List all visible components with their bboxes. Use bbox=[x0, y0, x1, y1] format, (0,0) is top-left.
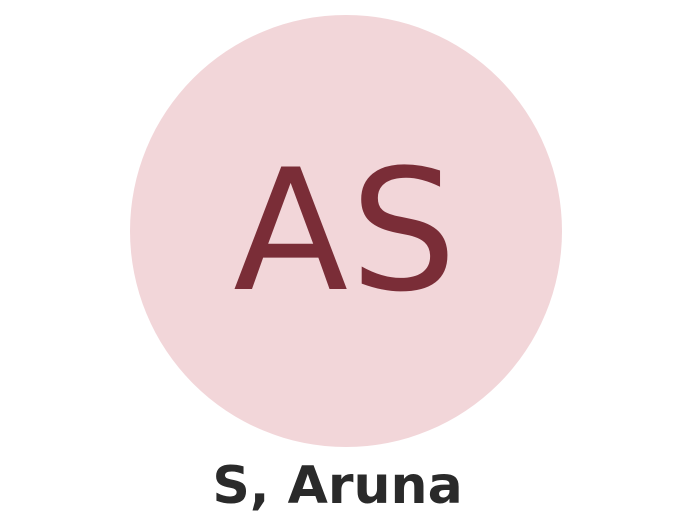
avatar: AS bbox=[130, 15, 562, 447]
person-name: S, Aruna bbox=[212, 456, 463, 516]
avatar-initials: AS bbox=[233, 133, 459, 329]
